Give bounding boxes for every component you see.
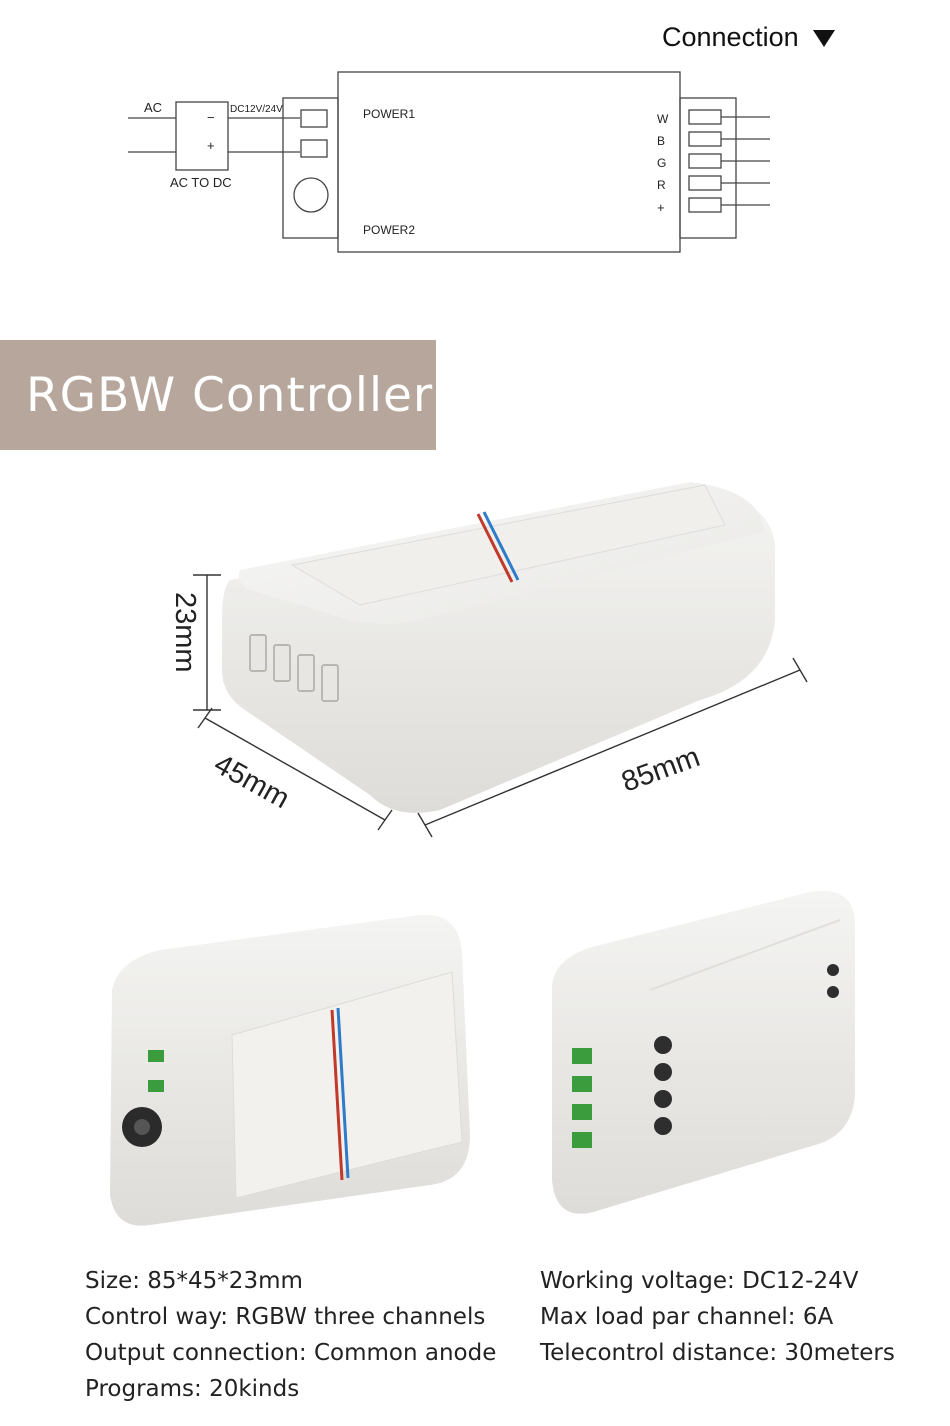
spec-output-connection: Output connection: Common anode [85, 1340, 497, 1366]
connection-heading: Connection [662, 22, 836, 53]
output-terminal-b [688, 131, 722, 147]
output-terminal-g [688, 153, 722, 169]
minus-label: − [207, 110, 215, 125]
output-label-r: R [657, 178, 666, 192]
port-slot-4 [321, 664, 339, 702]
label-stripe-red [476, 513, 514, 583]
width-tick-left [197, 707, 213, 729]
adapter-box [175, 101, 229, 171]
wiring-diagram: AC DC12V/24V − + AC TO DC POWER1 POWER2 … [128, 71, 770, 253]
triangle-down-icon [813, 30, 836, 47]
plus-label: + [207, 138, 215, 153]
terminal-green-c [572, 1104, 592, 1120]
port-slot-2 [273, 644, 291, 682]
power2-label: POWER2 [363, 223, 415, 237]
label-stripe-blue [482, 511, 520, 581]
front-label [231, 971, 463, 1199]
output-label-b: B [657, 134, 665, 148]
banner-title: RGBW Controller [26, 368, 434, 423]
output-terminal-plus [688, 197, 722, 213]
width-tick-right [377, 809, 393, 831]
power1-terminal-2 [300, 139, 328, 158]
output-label-g: G [657, 156, 666, 170]
power1-terminal [300, 109, 328, 128]
product-views [110, 890, 855, 1226]
spec-list-left: Size: 85*45*23mm Control way: RGBW three… [85, 1268, 496, 1402]
output-label-w: W [657, 112, 669, 126]
power1-label: POWER1 [363, 107, 415, 121]
output-terminal-w [688, 109, 722, 125]
ac-label: AC [144, 100, 162, 115]
title-banner [0, 340, 436, 450]
output-terminal-r [688, 175, 722, 191]
output-label-plus: + [657, 200, 665, 215]
terminal-green-1 [148, 1050, 164, 1062]
controller-right-cap [679, 97, 737, 239]
screw-hole-1 [654, 1036, 672, 1054]
spec-programs: Programs: 20kinds [85, 1376, 300, 1402]
controller-left-cap [282, 97, 339, 239]
length-label: 85mm [617, 741, 704, 799]
spec-working-voltage: Working voltage: DC12-24V [540, 1268, 859, 1294]
length-tick-left [417, 812, 433, 838]
power2-jack [293, 177, 329, 213]
spec-max-load: Max load par channel: 6A [540, 1304, 834, 1330]
length-dimension-line [424, 669, 801, 826]
controller-back-view [552, 890, 855, 1214]
controller-front-view [110, 914, 470, 1226]
terminal-green-b [572, 1076, 592, 1092]
connection-title: Connection [662, 22, 799, 52]
screw-hole-2 [654, 1063, 672, 1081]
width-label: 45mm [209, 748, 295, 815]
adapter-label: AC TO DC [170, 175, 232, 190]
spec-telecontrol-distance: Telecontrol distance: 30meters [540, 1340, 895, 1366]
height-label: 23mm [169, 592, 201, 673]
controller-label [290, 484, 726, 606]
width-dimension-line [204, 717, 386, 821]
terminal-green-d [572, 1132, 592, 1148]
vent-hole-2 [827, 986, 839, 998]
spec-size: Size: 85*45*23mm [85, 1268, 303, 1294]
terminal-green-2 [148, 1080, 164, 1092]
spec-list-right: Working voltage: DC12-24V Max load par c… [540, 1268, 895, 1366]
terminal-green-a [572, 1048, 592, 1064]
dc-voltage-label: DC12V/24V [230, 104, 283, 115]
dimension-illustration: 23mm 45mm 85mm [169, 482, 808, 838]
vent-hole-1 [827, 964, 839, 976]
screw-hole-4 [654, 1117, 672, 1135]
length-tick-right [792, 657, 808, 683]
port-slot-1 [249, 634, 267, 672]
spec-control-way: Control way: RGBW three channels [85, 1304, 486, 1330]
screw-hole-3 [654, 1090, 672, 1108]
port-slot-3 [297, 654, 315, 692]
